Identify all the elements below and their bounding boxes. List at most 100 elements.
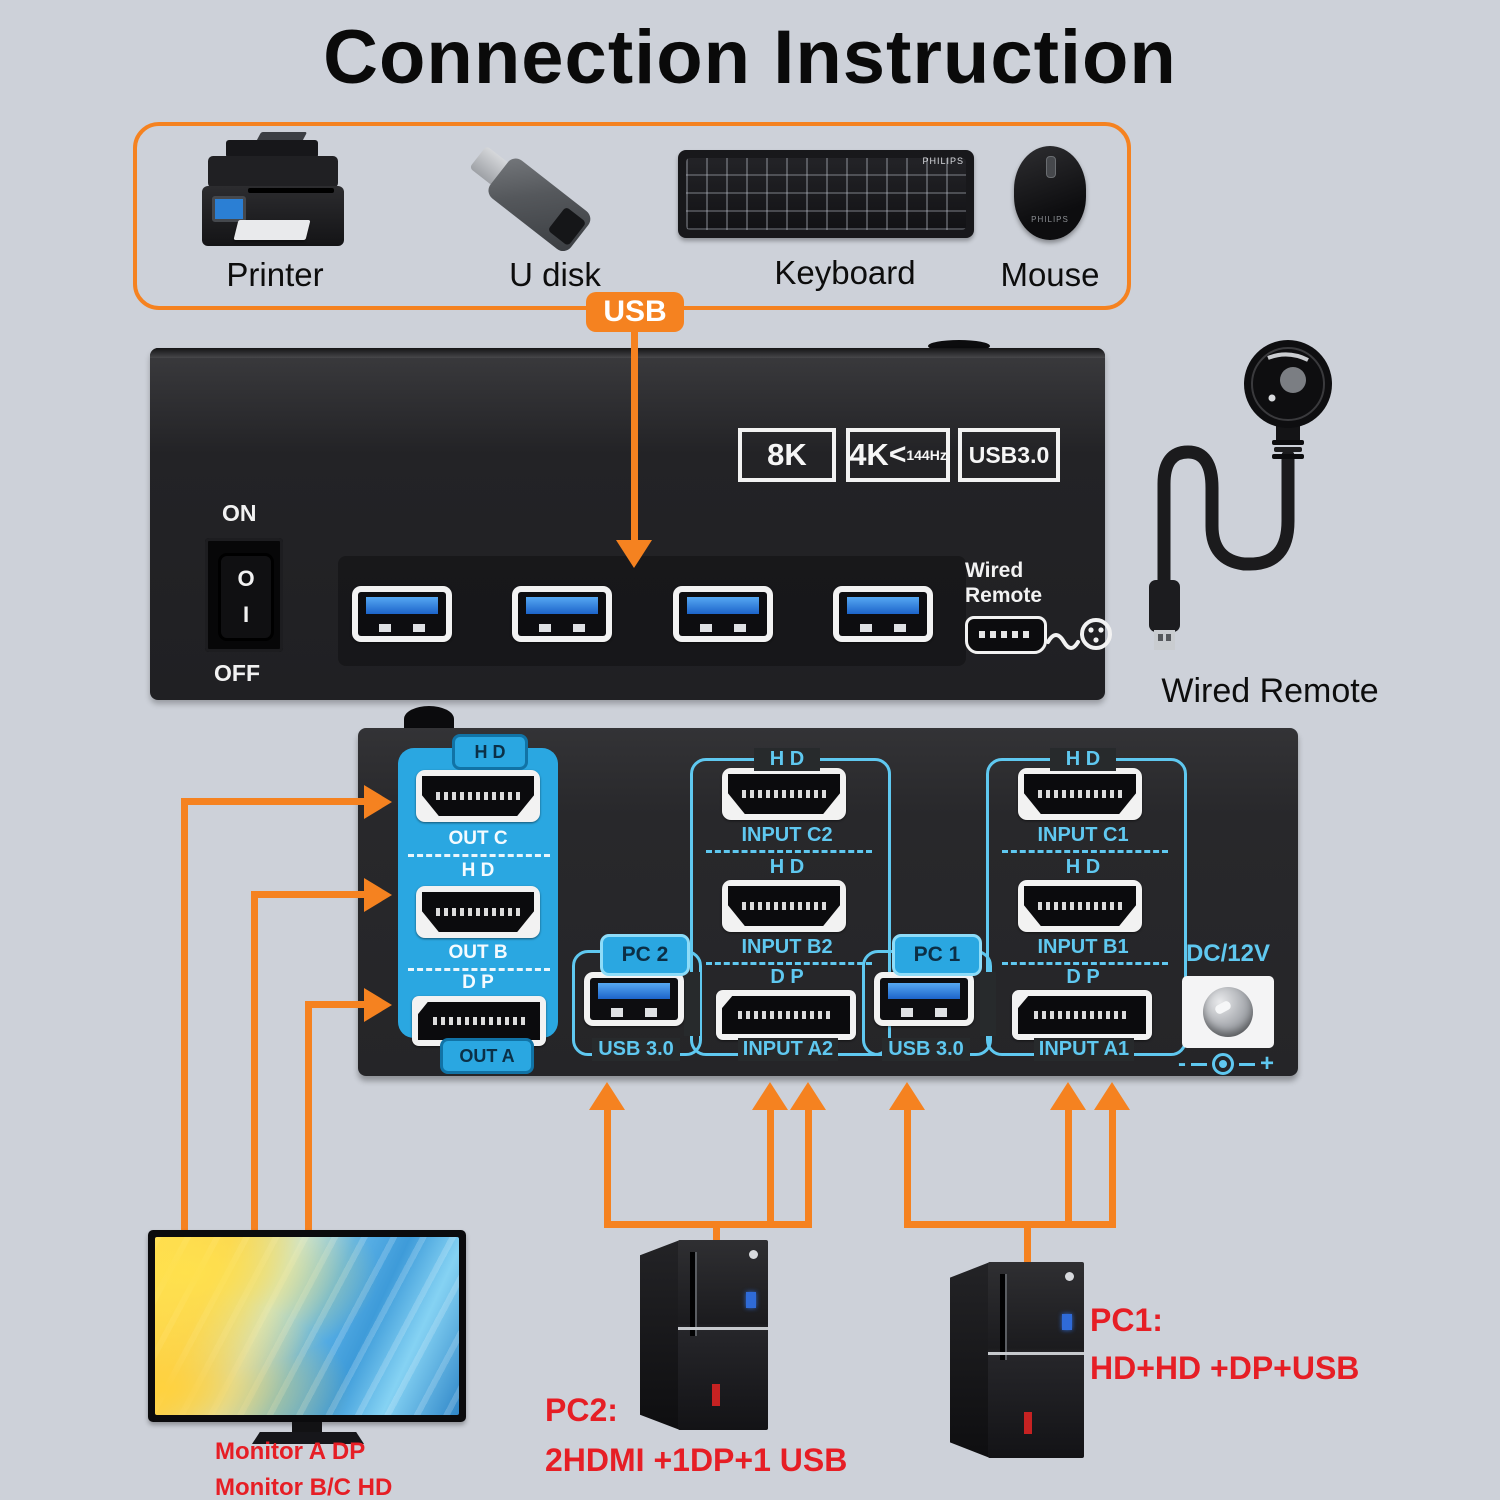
mouse-wheel-icon	[1046, 156, 1056, 178]
keyboard-keys-icon	[686, 158, 966, 230]
input-b1-label: INPUT B1	[1037, 936, 1129, 958]
pc1-caption-title: PC1:	[1090, 1302, 1163, 1338]
polarity-symbol: - +	[1178, 1050, 1275, 1077]
pc1-dp-arrow2-icon	[1094, 1082, 1130, 1110]
pc1-usb30-label: USB 3.0	[882, 1038, 970, 1061]
printer-top-icon	[208, 156, 338, 188]
out-c-label: OUT C	[448, 828, 508, 849]
pc1-divider-2	[1002, 962, 1168, 965]
pc2-divider-1	[706, 850, 872, 853]
badge-4k144: 4K<144Hz	[846, 428, 950, 482]
badge-usb30: USB3.0	[958, 428, 1060, 482]
usb-port-2	[512, 586, 612, 642]
mouse-brand-text: PHILIPS	[1031, 215, 1069, 224]
wired-remote-port-label: Wired Remote	[965, 559, 1043, 607]
hdmi-input-b1-port	[1018, 880, 1142, 932]
usb-arrow-line	[631, 332, 638, 540]
pc2-dp-arrow-icon	[752, 1082, 788, 1110]
usb-port-4	[833, 586, 933, 642]
printer-lid-icon	[226, 140, 318, 158]
usb-port-1	[352, 586, 452, 642]
pc1-usb-port	[874, 972, 974, 1026]
monitor-line-c-v	[181, 798, 188, 1234]
pc1-tower-image	[950, 1262, 1084, 1458]
remote-cable-icon	[1046, 618, 1112, 650]
input-a2-label: INPUT A2	[738, 1038, 838, 1061]
hdmi-input-b2-port	[722, 880, 846, 932]
pc2-caption-title: PC2:	[545, 1392, 618, 1428]
dp-out-a-port	[412, 996, 546, 1046]
pc1-bus-bar	[904, 1221, 1116, 1228]
monitor-image	[148, 1230, 466, 1422]
power-off-label: OFF	[214, 660, 260, 686]
pc2-dp-arrow2-icon	[790, 1082, 826, 1110]
pc1-dp-arrow-icon	[1050, 1082, 1086, 1110]
printer-slot-icon	[248, 188, 334, 193]
kvm-back-knob	[404, 706, 454, 732]
input-c2-label: INPUT C2	[741, 824, 833, 846]
usb-arrow-head-icon	[616, 540, 652, 568]
hdmi-out-b-port	[416, 886, 540, 938]
usb-tag: USB	[586, 292, 684, 332]
dc-jack	[1182, 976, 1274, 1048]
out-b-arrow-icon	[364, 878, 392, 912]
pc1-tower-front	[988, 1262, 1084, 1458]
pc2-hd-c-label: H D	[754, 748, 820, 771]
monitor-screen	[155, 1237, 459, 1415]
pc2-tower-image	[640, 1240, 768, 1430]
pc2-line-1	[604, 1108, 611, 1228]
kvm-top-edge	[150, 348, 1105, 358]
bracket-patch	[980, 972, 996, 1036]
pc2-caption-detail: 2HDMI +1DP+1 USB	[545, 1442, 848, 1478]
out-c-arrow-icon	[364, 785, 392, 819]
monitor-bc-label: Monitor B/C HD	[215, 1474, 393, 1500]
u-disk-image	[462, 140, 622, 256]
pc2-usb-arrow-icon	[589, 1082, 625, 1110]
pc1-hd-b-label: H D	[1065, 856, 1101, 878]
usb-port-3	[673, 586, 773, 642]
out-divider-1	[408, 854, 550, 857]
pc2-tower-side	[640, 1240, 680, 1430]
pc2-tower-front	[678, 1240, 768, 1430]
pc2-line-3	[805, 1108, 812, 1228]
pc1-line-2	[1065, 1108, 1072, 1228]
monitor-line-b	[251, 891, 366, 898]
input-b2-label: INPUT B2	[741, 936, 833, 958]
wired-remote-image	[1149, 340, 1332, 650]
pc2-divider-2	[706, 962, 872, 965]
keyboard-label: Keyboard	[774, 254, 916, 291]
out-dp-label: D P	[462, 972, 494, 993]
pc2-usb-port	[584, 972, 684, 1026]
usb-stick-icon	[463, 138, 611, 268]
pc1-dp-label: D P	[1066, 966, 1100, 988]
input-a1-label: INPUT A1	[1034, 1038, 1134, 1061]
out-hd-tag: H D	[452, 734, 528, 770]
out-a-tag: OUT A	[440, 1038, 534, 1074]
pc1-tag: PC 1	[892, 934, 982, 976]
pc1-caption-detail: HD+HD +DP+USB	[1090, 1350, 1360, 1386]
power-on-label: ON	[222, 500, 257, 526]
pc2-tag: PC 2	[600, 934, 690, 976]
keyboard-image: PHILIPS	[678, 150, 974, 238]
monitor-line-a-v	[305, 1001, 312, 1234]
wired-remote-label: Wired Remote	[1161, 672, 1379, 710]
pc1-line-3	[1109, 1108, 1116, 1228]
bracket-patch	[684, 972, 700, 1036]
printer-image	[198, 132, 348, 250]
printer-output-sheet-icon	[233, 220, 311, 240]
out-divider-2	[408, 968, 550, 971]
mouse-image: PHILIPS	[1014, 146, 1086, 240]
hdmi-out-c-port	[416, 770, 540, 822]
dc-12v-label: DC/12V	[1185, 940, 1271, 967]
pc1-hd-c-label: H D	[1050, 748, 1116, 771]
printer-screen-icon	[212, 196, 246, 222]
dp-input-a1-port	[1012, 990, 1152, 1040]
pc2-dp-label: D P	[770, 966, 804, 988]
dp-input-a2-port	[716, 990, 856, 1040]
pc2-hd-b-label: H D	[769, 856, 805, 878]
u-disk-label: U disk	[509, 256, 601, 293]
hdmi-input-c2-port	[722, 768, 846, 820]
